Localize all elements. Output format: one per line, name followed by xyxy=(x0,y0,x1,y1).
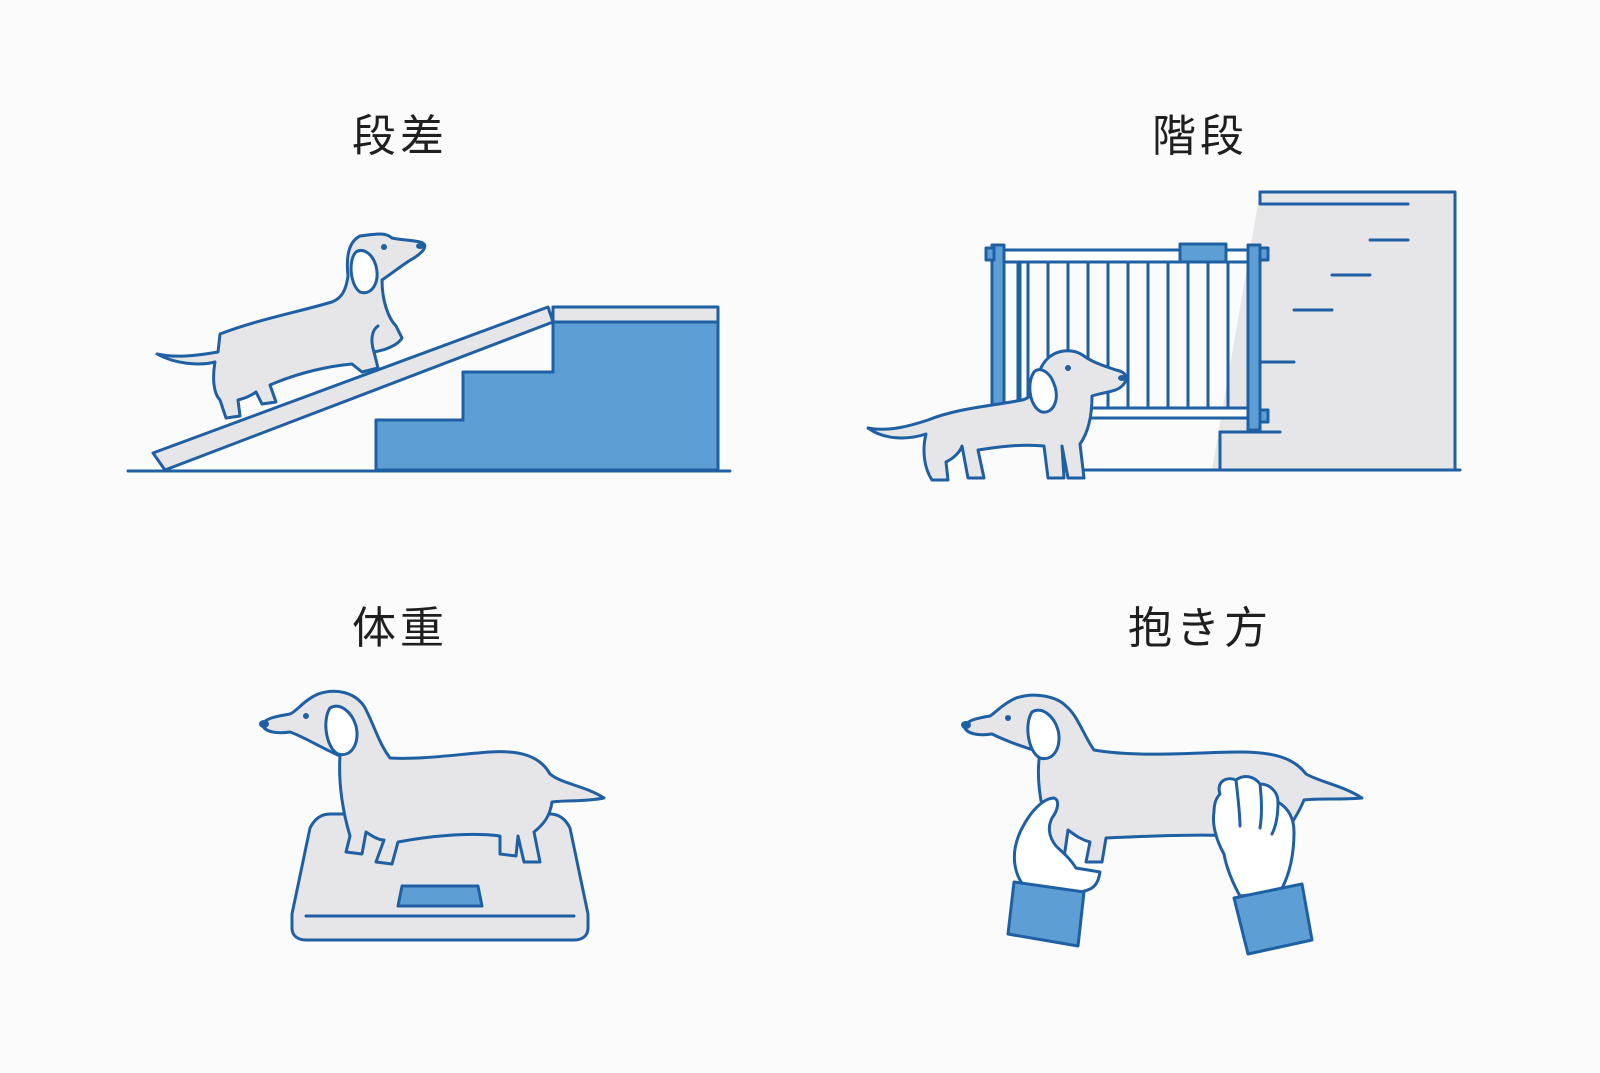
panel-title-stairs: 階段 xyxy=(1152,111,1248,162)
dachshund-climbing xyxy=(155,232,427,420)
panel-stairs: 階段 xyxy=(800,0,1600,536)
scale-illustration xyxy=(259,689,606,942)
stair-gate-illustration xyxy=(866,190,1462,482)
panel-title-hold: 抱き方 xyxy=(1128,603,1272,654)
ramp-stairs-illustration xyxy=(126,232,732,473)
panel-title-step: 段差 xyxy=(352,111,448,162)
landing-slab xyxy=(551,305,720,324)
ramp xyxy=(151,305,555,472)
panel-title-weight: 体重 xyxy=(352,603,448,654)
stairs-block xyxy=(374,320,720,472)
panel-weight: 体重 xyxy=(0,536,800,1072)
left-hand xyxy=(1006,796,1102,948)
panel-hold: 抱き方 xyxy=(800,536,1600,1072)
right-hand xyxy=(1212,775,1314,956)
dachshund-on-scale xyxy=(259,689,606,866)
baby-gate xyxy=(984,242,1270,432)
holding-illustration xyxy=(961,693,1364,956)
panel-step: 段差 xyxy=(0,0,800,536)
dachshund-at-gate xyxy=(866,349,1128,482)
